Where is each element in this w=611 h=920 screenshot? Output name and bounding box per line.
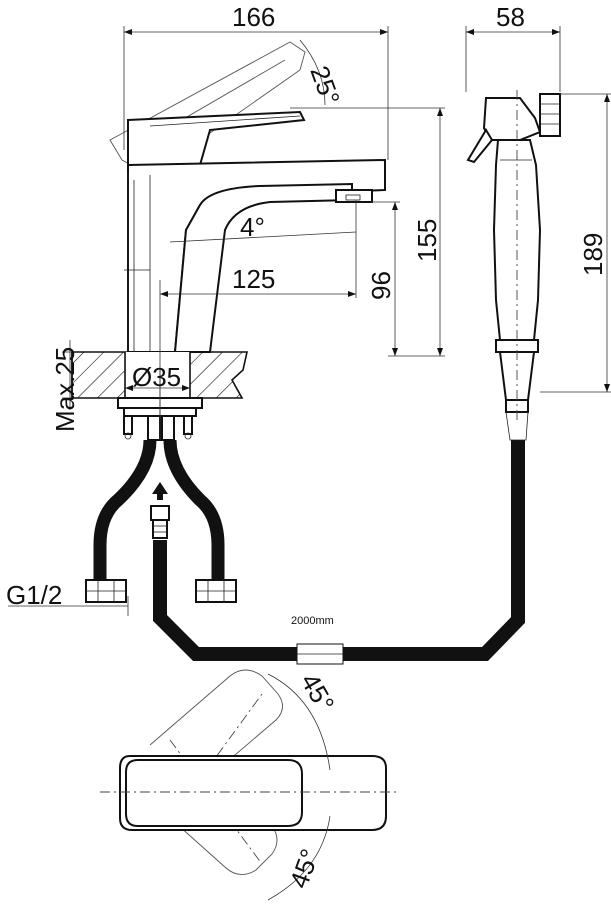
dim-shower-length: 189	[578, 233, 608, 276]
top-lever	[125, 759, 303, 827]
dim-rotation-bottom: 45°	[283, 845, 325, 892]
aerator	[335, 189, 373, 203]
dim-countertop-max: Max.25	[50, 347, 80, 432]
dim-width-total: 166	[232, 2, 275, 32]
lever-rotated-down-outline	[149, 759, 278, 875]
faucet-top-view: 45° 45°	[100, 668, 400, 901]
dimension-lines	[8, 26, 611, 616]
spout-body	[173, 182, 353, 353]
dim-lever-angle: 25°	[304, 62, 346, 109]
shower-hose: 2000mm	[153, 440, 525, 665]
countertop-section	[71, 351, 248, 399]
dim-hole-diameter: Ø35	[132, 362, 181, 392]
dim-spout-tilt: 4°	[240, 212, 265, 242]
lever-rotated-up-outline	[149, 669, 283, 779]
hose-length-label: 2000mm	[291, 615, 334, 627]
dim-spout-reach: 125	[232, 264, 275, 294]
flow-arrow-icon	[152, 482, 168, 500]
dim-body-height: 155	[412, 219, 442, 262]
hand-shower	[466, 90, 561, 441]
dim-spout-height: 96	[366, 271, 396, 300]
dim-shower-width: 58	[496, 2, 525, 32]
dim-rotation-top: 45°	[295, 668, 341, 717]
dimension-labels: 166 25° 4° 125 96 155 Max.25 Ø35 G1/2 58…	[6, 2, 608, 610]
supply-hoses	[85, 439, 237, 603]
dim-connection-thread: G1/2	[6, 580, 62, 610]
faucet-side-view	[109, 41, 386, 353]
